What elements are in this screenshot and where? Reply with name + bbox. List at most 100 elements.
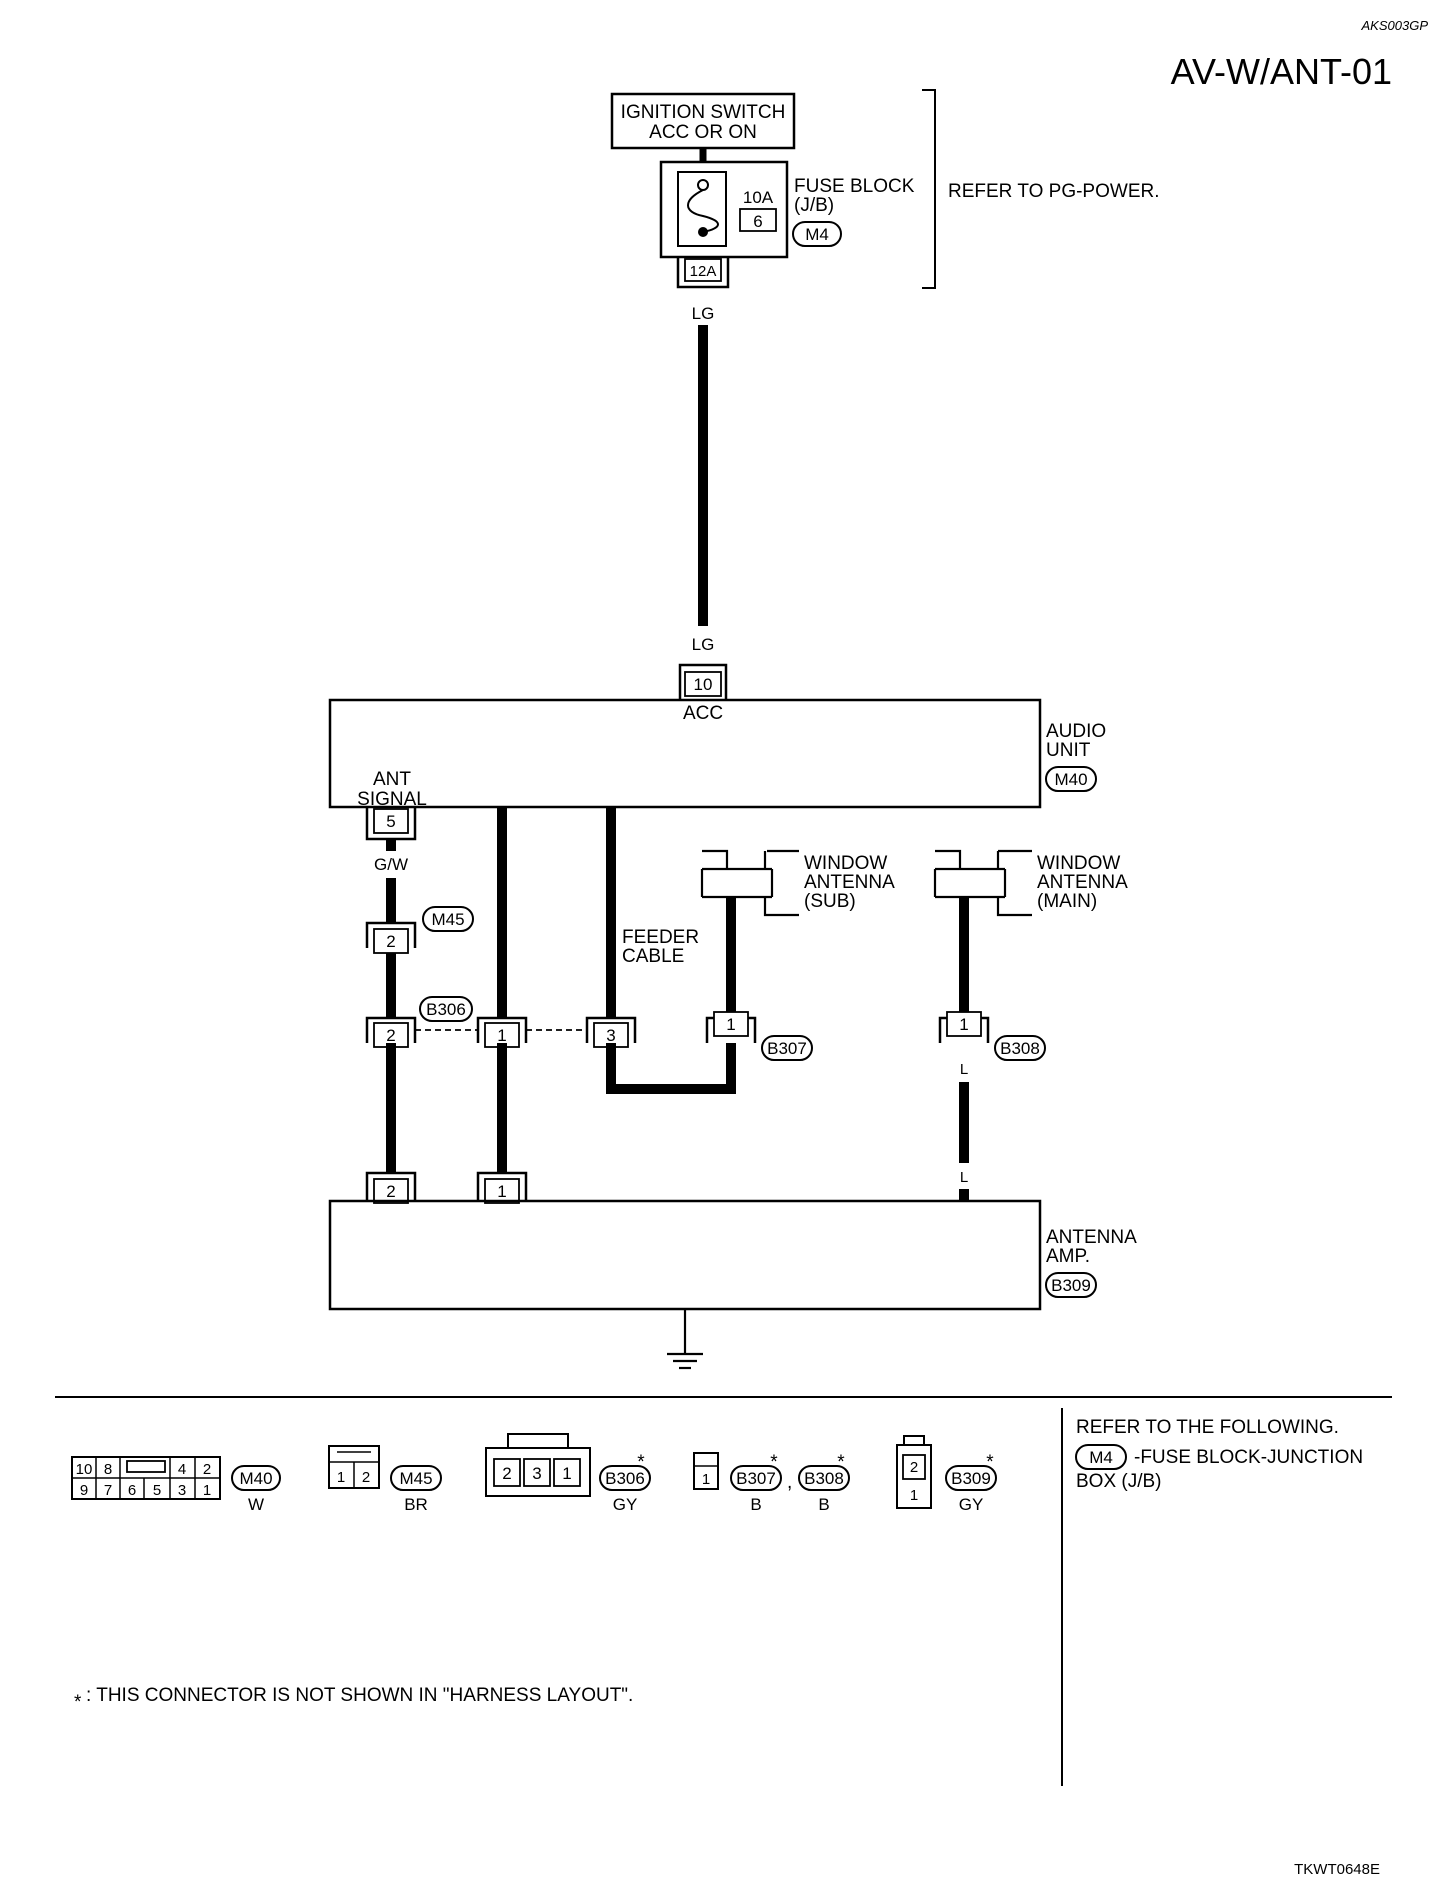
- b307-connector-badge: [761, 1035, 813, 1061]
- fuse-element-icon: [687, 189, 719, 233]
- b306-terminal-3-number: 3: [606, 1026, 615, 1045]
- b306-terminal-2: 2: [365, 1016, 417, 1048]
- window-antenna-main: WINDOW ANTENNA (MAIN): [933, 849, 1128, 917]
- audio-unit-name-2: UNIT: [1046, 740, 1091, 761]
- audio-acc-terminal: 10: [678, 663, 728, 700]
- ignition-switch-label: IGNITION SWITCH: [621, 102, 786, 123]
- refer-connector-id: M4: [1089, 1448, 1113, 1467]
- b309-pin: 1: [910, 1487, 918, 1504]
- refer-connector-badge: [1075, 1444, 1127, 1470]
- m40-latch: [126, 1460, 166, 1473]
- m40-connector-id: M40: [239, 1469, 272, 1488]
- ant-signal-sublabel: SIGNAL: [357, 789, 427, 810]
- acc-terminal-number: 10: [694, 675, 713, 694]
- feeder-cable-sublabel: CABLE: [622, 946, 684, 967]
- b306-terminal-2-number: 2: [386, 1026, 395, 1045]
- window-antenna-sub-label-2: ANTENNA: [804, 872, 895, 893]
- m45-face-connector-id: M45: [399, 1469, 432, 1488]
- fuse-bottom-terminal: [698, 227, 708, 237]
- footnote-text: : THIS CONNECTOR IS NOT SHOWN IN "HARNES…: [86, 1685, 633, 1706]
- connector-face-b307-b308: 1 B307 * B , B308 * B: [693, 1452, 850, 1514]
- antenna-amp: ANTENNA AMP. B309: [328, 1199, 1137, 1311]
- refer-pg-power-note: REFER TO PG-POWER.: [948, 181, 1160, 202]
- m40-pin: 6: [128, 1482, 136, 1499]
- ant-signal-label: ANT: [373, 769, 411, 790]
- m40-pin: 4: [178, 1461, 186, 1478]
- m45-color: BR: [404, 1495, 428, 1514]
- fuse-output-terminal-id: 12A: [690, 263, 717, 280]
- fuse-number: 6: [753, 212, 762, 231]
- antenna-amp-connector-id: B309: [1051, 1276, 1091, 1295]
- m45-connector-id: M45: [431, 910, 464, 929]
- wire-color-gw: G/W: [374, 855, 408, 874]
- connector-face-b306: 2 3 1 B306 * GY: [485, 1433, 651, 1514]
- m40-color: W: [248, 1495, 264, 1514]
- m40-pin: 3: [178, 1482, 186, 1499]
- b309-pin: 2: [910, 1459, 918, 1476]
- b309-color: GY: [959, 1495, 984, 1514]
- b308-terminal: 1: [938, 1011, 990, 1043]
- b306-connector-badge: [419, 996, 473, 1022]
- b306-terminal-3: 3: [585, 1016, 637, 1048]
- b306-terminal-1-number: 1: [497, 1026, 506, 1045]
- ant-signal-terminal: 5: [365, 807, 417, 841]
- b306-pin: 1: [562, 1464, 571, 1483]
- fuse-amperage: 10A: [743, 188, 774, 207]
- m45-terminal-number: 2: [386, 932, 395, 951]
- amp-terminal-1: 1: [476, 1171, 528, 1204]
- window-antenna-main-icon: [933, 849, 1032, 917]
- refer-bracket: [922, 89, 936, 289]
- window-antenna-sub-label-3: (SUB): [804, 891, 856, 912]
- amp-terminal-2-number: 2: [386, 1182, 395, 1201]
- amp-terminal-1-number: 1: [497, 1182, 506, 1201]
- connector-face-b309: 2 1 B309 * GY: [896, 1435, 997, 1514]
- wire-color-lg-bottom: LG: [692, 635, 715, 654]
- audio-unit-connector-id: M40: [1054, 770, 1087, 789]
- m45-terminal: 2: [365, 921, 417, 954]
- window-antenna-sub-icon: [700, 849, 799, 917]
- b307-color: B: [750, 1495, 761, 1514]
- footnote-star: *: [74, 1692, 82, 1713]
- b306-star: *: [637, 1452, 645, 1473]
- connector-face-m40: 10 8 4 2 9 7 6 5 3 1 M40 W: [71, 1456, 281, 1514]
- fuse-block-label: FUSE BLOCK: [794, 176, 915, 197]
- fuse-number-box: [739, 208, 777, 232]
- amp-terminal-2: 2: [365, 1171, 417, 1204]
- diagram-title: AV-W/ANT-01: [1171, 51, 1392, 92]
- reference-code: AKS003GP: [1361, 18, 1429, 33]
- b307-face-connector-id: B307: [736, 1469, 776, 1488]
- b308-connector-id: B308: [1000, 1039, 1040, 1058]
- fuse-top-terminal: [697, 179, 709, 191]
- b308-face-connector-id: B308: [804, 1469, 844, 1488]
- m45-pin: 2: [362, 1469, 370, 1486]
- refer-description: -FUSE BLOCK-JUNCTION: [1134, 1447, 1363, 1468]
- m40-pin: 10: [76, 1461, 93, 1478]
- b306-pin: 3: [532, 1464, 541, 1483]
- antenna-amp-name: ANTENNA: [1046, 1227, 1137, 1248]
- audio-unit-name: AUDIO: [1046, 721, 1106, 742]
- m40-pin: 5: [153, 1482, 161, 1499]
- b308-connector-badge: [994, 1035, 1046, 1061]
- b306-terminal-1: 1: [476, 1016, 528, 1048]
- b307-terminal: 1: [705, 1011, 757, 1043]
- b307-terminal-number: 1: [726, 1015, 735, 1034]
- b308-terminal-number: 1: [959, 1015, 968, 1034]
- b307-b308-separator: ,: [787, 1472, 792, 1493]
- wire-color-l-lower: L: [960, 1169, 968, 1186]
- m40-pin: 7: [104, 1482, 112, 1499]
- fuse-block: 10A 6 FUSE BLOCK (J/B) M4: [659, 160, 915, 259]
- b309-star: *: [986, 1452, 994, 1473]
- m45-connector-badge: [422, 906, 474, 932]
- m40-pin: 1: [203, 1482, 211, 1499]
- b306-connector-id: B306: [426, 1000, 466, 1019]
- window-antenna-sub-label: WINDOW: [804, 853, 887, 874]
- acc-label: ACC: [683, 703, 723, 724]
- footer-code: TKWT0648E: [1294, 1861, 1380, 1878]
- ground-icon: [667, 1309, 703, 1370]
- fuse-block-connector-badge: [792, 221, 842, 247]
- ant-signal-terminal-number: 5: [386, 812, 395, 831]
- antenna-amp-box: [328, 1199, 1042, 1311]
- wire-feeder-link: [606, 1043, 736, 1094]
- fuse-block-box: [659, 160, 789, 259]
- b309-face-connector-id: B309: [951, 1469, 991, 1488]
